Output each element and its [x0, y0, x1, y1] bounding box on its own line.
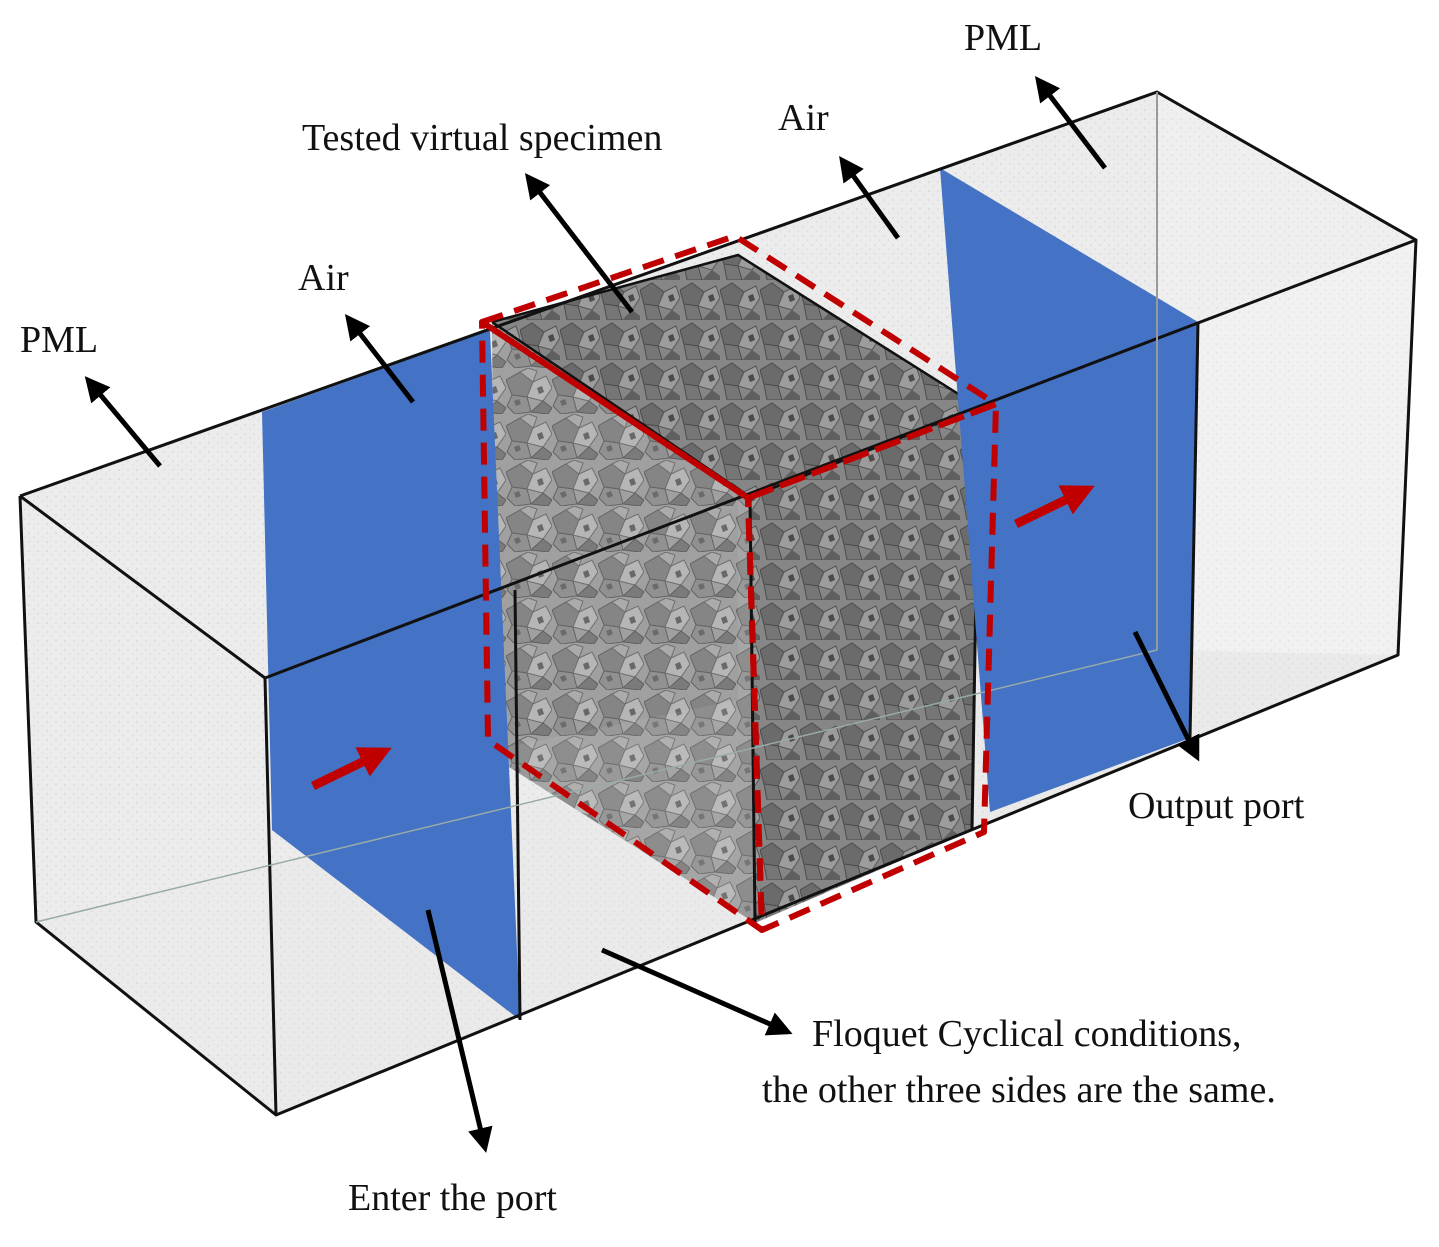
- output-port-pointer: [1132, 630, 1200, 762]
- air-left-pointer: [344, 314, 415, 404]
- pointer-arrows: [84, 76, 1200, 1153]
- incident-wave-arrow: [311, 747, 392, 791]
- label-floquet-line1: Floquet Cyclical conditions,: [812, 1013, 1242, 1055]
- label-enter-port: Enter the port: [348, 1177, 557, 1219]
- label-pml-right: PML: [964, 17, 1042, 59]
- box-edges: [18, 90, 1418, 1117]
- label-output-port: Output port: [1128, 785, 1305, 827]
- pml-right-pointer: [1034, 76, 1107, 170]
- input-port-plane: [262, 330, 520, 1020]
- specimen-outline: [479, 233, 999, 933]
- label-specimen: Tested virtual specimen: [302, 117, 662, 159]
- enter-port-pointer: [425, 909, 493, 1153]
- pml-left-pointer: [84, 376, 162, 468]
- air-right-pointer: [839, 155, 901, 240]
- specimen-top-face: [492, 255, 979, 497]
- transmitted-wave-arrow: [1014, 485, 1095, 529]
- specimen-pointer: [524, 173, 634, 314]
- specimen-front-left-face: [492, 322, 755, 923]
- label-air-right: Air: [778, 97, 829, 139]
- label-air-left: Air: [298, 257, 349, 299]
- specimen-front-right-face: [750, 407, 979, 923]
- labels: PML Air Tested virtual specimen Air PML …: [20, 17, 1305, 1219]
- floquet-pointer: [600, 947, 793, 1036]
- label-floquet-line2: the other three sides are the same.: [762, 1069, 1276, 1111]
- label-pml-left: PML: [20, 319, 98, 361]
